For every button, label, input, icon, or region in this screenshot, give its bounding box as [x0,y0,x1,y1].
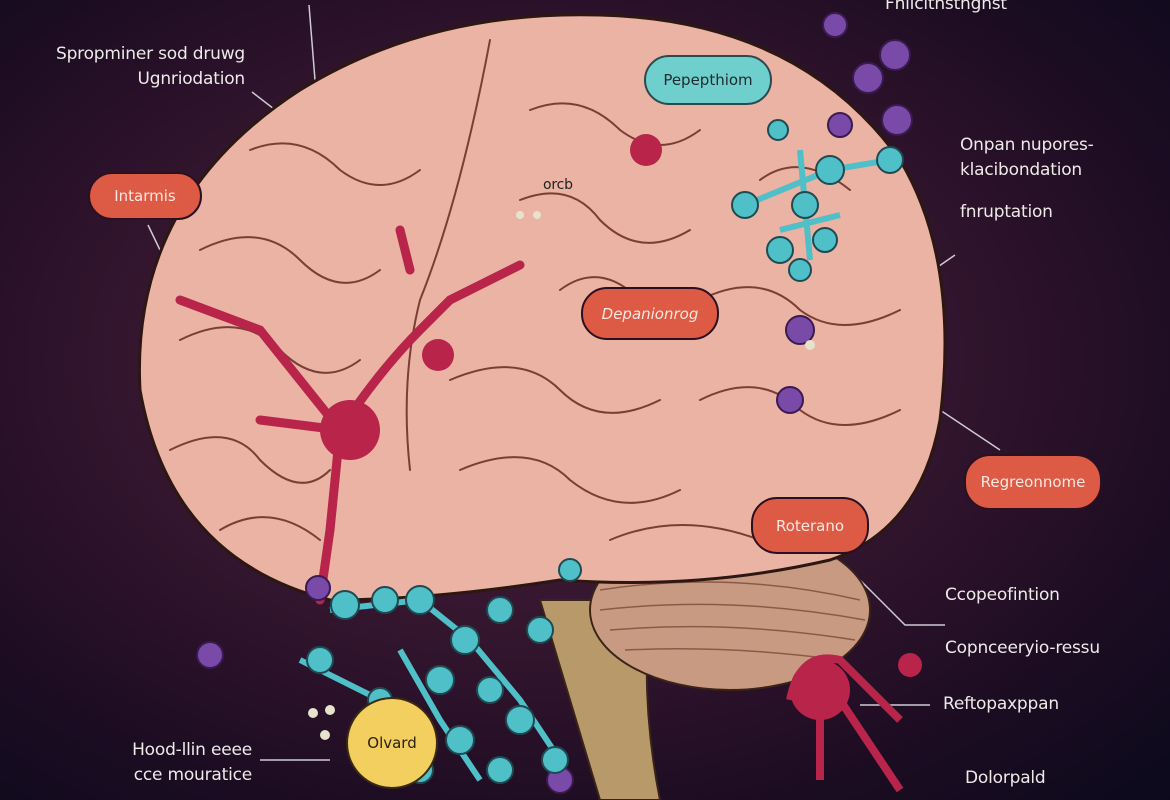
label-right-2: fnruptation [960,202,1053,222]
purple-molecules [196,12,913,794]
label-brain-text: orcb [543,177,573,193]
label-bottom-left: Hood-llin eeee cce mouratice [40,738,252,788]
label-top-left-line1: Spropminer sod druwg [55,44,245,64]
label-right-6: Dolorpald [965,768,1046,788]
label-bottom-left-line1: Hood-llin eeee [132,740,252,760]
label-right-5: Reftopaxppan [943,694,1059,714]
label-top-left-line2: Ugnriodation [137,69,246,89]
label-bottom-left-line2: cce mouratice [133,765,252,785]
pill-olvard: Olvard [346,697,438,789]
pill-intarmis: Intarmis [88,172,202,220]
pill-depanionrog: Depanionrog [581,287,719,340]
label-right-1: Onpan nupores- klacibondation [960,133,1094,183]
label-right-1-line1: Onpan nupores- [960,135,1094,155]
pill-roterano: Roterano [751,497,869,554]
label-right-3: Ccopeofintion [945,585,1060,605]
label-top-right: Fnlicitnstngnst [885,0,1007,14]
pill-pepepthiom: Pepepthiom [644,55,772,105]
pill-regreonnome: Regreonnome [964,454,1102,510]
label-top-left: Spropminer sod druwg Ugnriodation [30,42,245,92]
label-right-4: Copnceeryio-ressu [945,638,1100,658]
label-right-1-line2: klacibondation [960,160,1082,180]
